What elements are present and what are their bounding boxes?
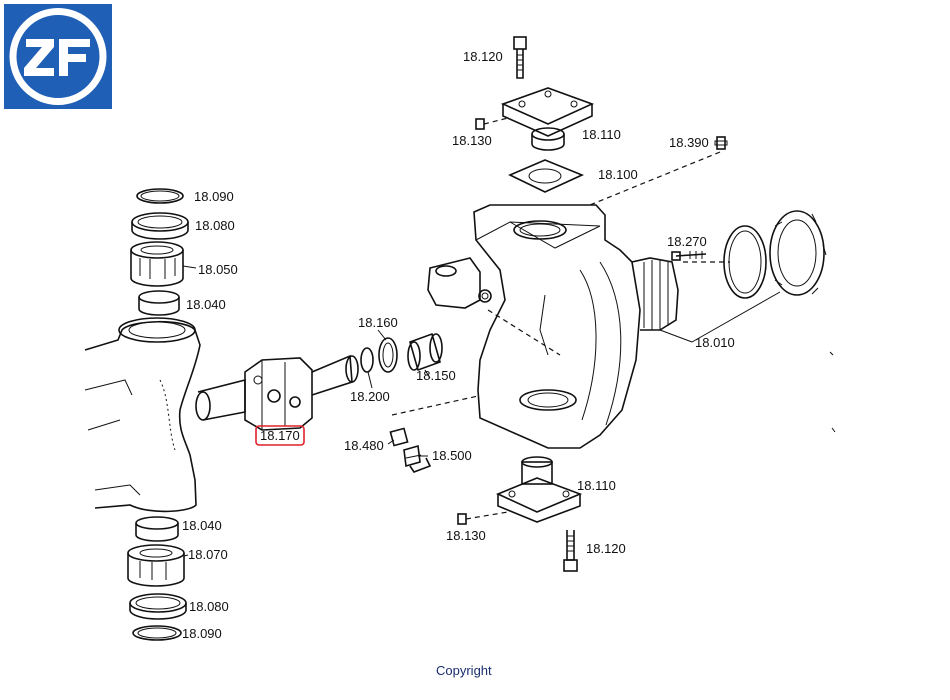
gasket-18100	[508, 159, 585, 193]
dash-line-bottom	[391, 395, 479, 416]
part-label-18110-bot[interactable]: 18.110	[577, 478, 616, 493]
leader-18480	[387, 439, 395, 445]
dash-line-knuckle	[487, 309, 561, 356]
part-label-18500[interactable]: 18.500	[432, 448, 472, 463]
cap-18110-top	[500, 87, 595, 151]
fitting-18390	[714, 136, 728, 150]
ring-18010	[723, 225, 767, 299]
copyright-link[interactable]: Copyright	[436, 663, 492, 678]
seal-ring-18200	[360, 347, 374, 373]
bearing-18070	[127, 544, 185, 587]
part-label-18480[interactable]: 18.480	[344, 438, 384, 453]
nipple-18130-top	[475, 118, 485, 130]
part-label-18120-top[interactable]: 18.120	[463, 49, 503, 64]
sleeve-18040-top	[138, 290, 180, 316]
bushing-18150	[407, 332, 443, 372]
ring-18090-bot	[132, 625, 182, 641]
sleeve-18040-bot	[135, 516, 179, 542]
dash-line-nipple-top	[483, 117, 509, 125]
part-label-18390[interactable]: 18.390	[669, 135, 709, 150]
leader-18010	[659, 291, 781, 343]
highlight-box-18170	[255, 425, 305, 446]
bearing-18050	[130, 241, 184, 287]
seal-18160	[378, 337, 398, 373]
part-label-18080-top[interactable]: 18.080	[195, 218, 235, 233]
ring-18080-top	[131, 212, 189, 240]
pin-18270	[671, 251, 707, 261]
ring-nut-18010	[769, 210, 827, 296]
bolt-18120-bot	[563, 530, 578, 572]
part-label-18150[interactable]: 18.150	[416, 368, 456, 383]
stray-mark	[829, 351, 836, 433]
ring-18080-bot	[129, 593, 187, 620]
part-label-18080-bot[interactable]: 18.080	[189, 599, 229, 614]
screw-18480	[389, 427, 409, 447]
zf-logo	[4, 4, 112, 109]
part-label-18090-bot[interactable]: 18.090	[182, 626, 222, 641]
part-label-18090-top[interactable]: 18.090	[194, 189, 234, 204]
part-label-18070[interactable]: 18.070	[188, 547, 228, 562]
part-label-18040-top[interactable]: 18.040	[186, 297, 226, 312]
leader-18150	[424, 369, 431, 379]
part-label-18010[interactable]: 18.010	[695, 335, 735, 350]
part-label-18120-bot[interactable]: 18.120	[586, 541, 626, 556]
part-label-18050[interactable]: 18.050	[198, 262, 238, 277]
leader-18050	[182, 265, 197, 269]
part-label-18040-bot[interactable]: 18.040	[182, 518, 222, 533]
axle-housing	[84, 317, 201, 513]
leader-18070	[183, 554, 189, 557]
part-label-18130-bot[interactable]: 18.130	[446, 528, 486, 543]
bolt-18120-top	[513, 36, 527, 79]
part-label-18100[interactable]: 18.100	[598, 167, 638, 182]
universal-joint-18170	[195, 354, 359, 431]
part-label-18160[interactable]: 18.160	[358, 315, 398, 330]
bolt-18500	[403, 444, 432, 473]
leader-18160	[377, 329, 387, 341]
cap-18110-bot	[495, 456, 583, 523]
part-label-18200[interactable]: 18.200	[350, 389, 390, 404]
steering-knuckle	[427, 204, 679, 449]
part-label-18270[interactable]: 18.270	[667, 234, 707, 249]
part-label-18110-top[interactable]: 18.110	[582, 127, 621, 142]
part-label-18170[interactable]: 18.170	[260, 428, 300, 443]
part-label-18130-top[interactable]: 18.130	[452, 133, 492, 148]
nipple-18130-bot	[457, 513, 467, 525]
leader-18200	[367, 371, 373, 389]
dash-line-nipple-bot	[465, 511, 509, 520]
ring-18090-top	[136, 188, 184, 204]
